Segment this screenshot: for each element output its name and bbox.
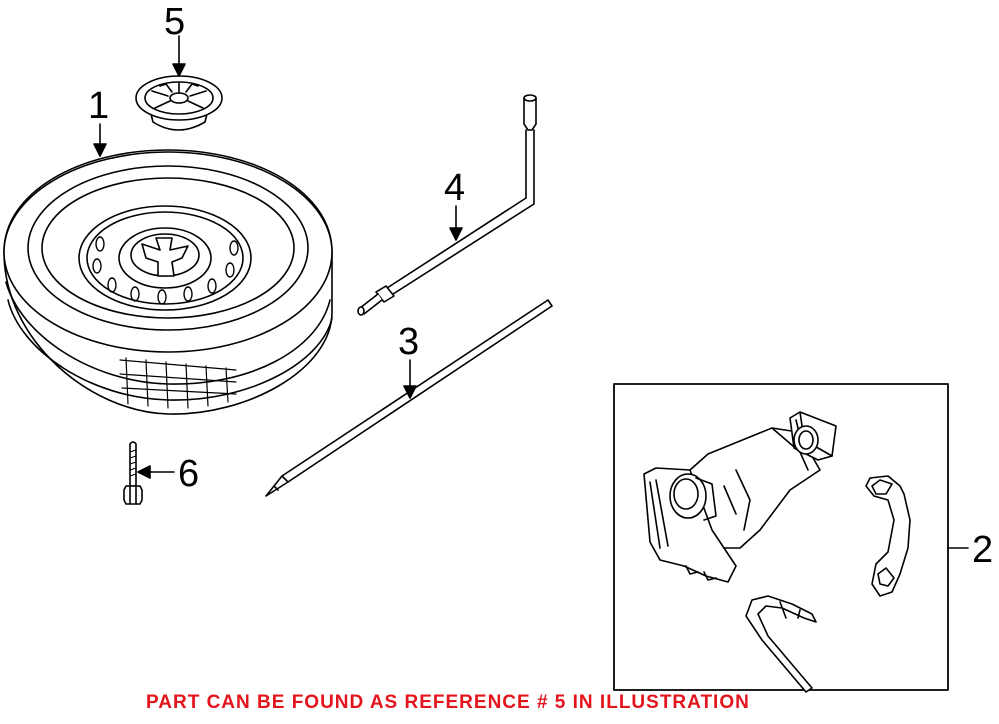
lug-wrench	[357, 94, 537, 316]
extension-bar	[265, 299, 553, 497]
jack-kit	[613, 383, 949, 693]
callout-3: 3	[398, 321, 419, 363]
arrow-5	[172, 35, 186, 77]
callout-1: 1	[88, 85, 109, 127]
spare-wheel	[3, 149, 333, 415]
reference-note: PART CAN BE FOUND AS REFERENCE # 5 IN IL…	[146, 692, 750, 713]
bolt	[123, 441, 143, 505]
callout-5: 5	[164, 1, 185, 43]
callout-2: 2	[972, 529, 993, 571]
arrow-1	[93, 123, 107, 157]
callout-4: 4	[444, 167, 465, 209]
arrow-4	[449, 205, 463, 241]
arrow-3	[403, 359, 417, 399]
arrow-6	[137, 465, 175, 479]
callout-6: 6	[178, 453, 199, 495]
hold-down-nut	[135, 75, 223, 131]
